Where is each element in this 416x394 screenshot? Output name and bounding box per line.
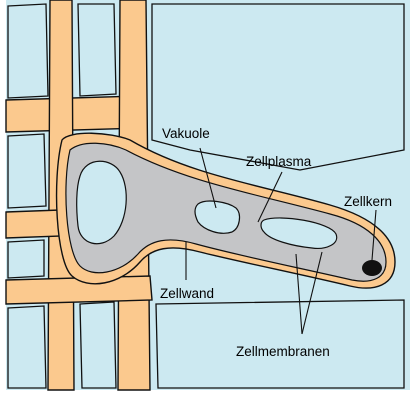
cell-interior-2 <box>78 4 116 96</box>
cell-interior-3 <box>152 4 404 170</box>
cell-wall-horizontal-band-mid <box>6 210 62 238</box>
cell-interior-5 <box>8 240 44 278</box>
nucleus-icon <box>362 260 382 276</box>
cell-interior-7 <box>80 302 116 388</box>
cell-interior-1 <box>8 4 48 98</box>
label-zellkern: Zellkern <box>344 194 392 209</box>
cell-interior-4 <box>8 134 46 208</box>
label-vakuole: Vakuole <box>162 126 210 141</box>
label-zellmembranen: Zellmembranen <box>236 344 330 359</box>
cell-interior-6 <box>8 306 46 388</box>
label-zellwand: Zellwand <box>160 286 214 301</box>
label-zellplasma: Zellplasma <box>246 154 312 169</box>
